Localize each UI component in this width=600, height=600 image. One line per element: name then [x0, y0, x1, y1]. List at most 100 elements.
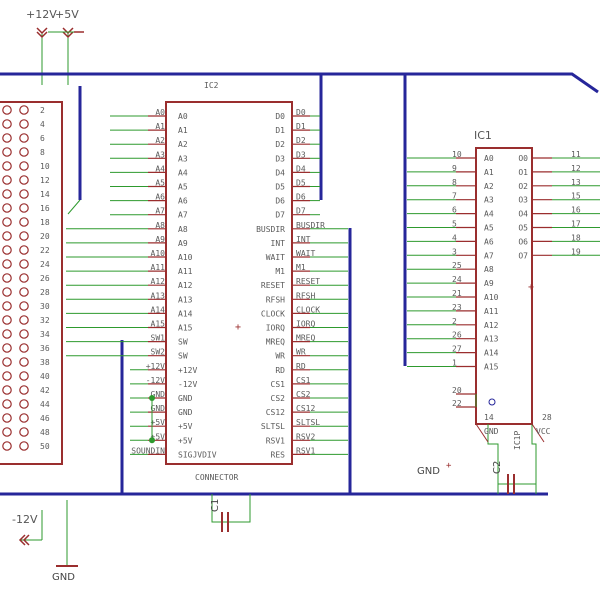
power-plus5: +5V [55, 8, 79, 85]
ic2-right-signal-7: D7 [296, 207, 306, 216]
ic1-right-pin-0: O0 [518, 154, 528, 163]
ic2-left-pin-4: A4 [178, 168, 188, 177]
ic1-right-num-0: 11 [571, 150, 581, 159]
connector-pin-number-8: 18 [40, 218, 50, 227]
ic2-left-signal-22: +5V [151, 418, 166, 427]
connector-pin-number-5: 12 [40, 176, 50, 185]
c2-name: C2 [492, 461, 503, 474]
ic2-left-pin-8: A8 [178, 225, 188, 234]
ic2-right-signal-11: M1 [296, 263, 306, 272]
ic2-right-signal-14: CLOCK [296, 305, 320, 314]
ic1-left-num-9: 24 [452, 275, 462, 284]
ic2-left-pin-1: A1 [178, 126, 188, 135]
ic2-left-pin-22: +5V [178, 422, 193, 431]
ic1-left-pin-12: A12 [484, 321, 499, 330]
ic2-right-signal-24: RSV1 [296, 446, 315, 455]
ic2-right-signal-23: RSV2 [296, 432, 315, 441]
ic2-left-signal-5: A5 [155, 179, 165, 188]
ic2-left-pin-24: SIGJVDIV [178, 450, 217, 459]
ic1-right-num-2: 13 [571, 178, 581, 187]
bus-lines [0, 72, 599, 496]
ic1-left-pin-10: A10 [484, 293, 499, 302]
ic2-right-pin-4: D4 [275, 168, 285, 177]
ic2-left-signal-20: GND [151, 390, 166, 399]
ic1-origin-mark: + [528, 282, 534, 293]
ic2-right-signal-19: CS1 [296, 376, 311, 385]
ic1-left-pin-14: A14 [484, 349, 499, 358]
connector-pin-number-21: 44 [40, 400, 50, 409]
ic1-right-num-1: 12 [571, 164, 581, 173]
connector-pin-number-23: 48 [40, 428, 50, 437]
ic2-right-pin-16: MREQ [266, 338, 285, 347]
connector-pin-odd-11 [2, 259, 12, 269]
ic1-left-num-4: 6 [452, 206, 457, 215]
ic2-right-signal-22: SLTSL [296, 418, 320, 427]
gnd2-label: GND [417, 466, 440, 477]
connector-pin-number-13: 28 [40, 288, 50, 297]
ic1-left-pin-5: A5 [484, 224, 494, 233]
connector-pin-odd-16 [2, 329, 12, 339]
connector-pin-odd-14 [2, 301, 12, 311]
ic2-left-signal-21: GND [151, 404, 166, 413]
ic2-left-signal-1: A1 [155, 122, 165, 131]
ic2-left-pin-0: A0 [178, 112, 188, 121]
ic2-body: IC2 CONNECTOR + A0A0A1A1A2A2A3A3A4A4A5A5… [66, 81, 348, 482]
ic2-left-pin-6: A6 [178, 197, 188, 206]
ic1-left-pin-4: A4 [484, 210, 494, 219]
connector-pin-even-3 [19, 147, 29, 157]
ic2-left-signal-15: A15 [151, 320, 166, 329]
ic1-left-num-7: 3 [452, 247, 457, 256]
ic1-body: IC1 + IC1P GND VCC 14 28 GND + A010A19A2… [407, 129, 600, 494]
ic2-left-signal-8: A8 [155, 221, 165, 230]
ic2-left-pin-16: SW [178, 338, 188, 347]
ic2-right-pin-13: RFSH [266, 295, 285, 304]
ic1-right-num-3: 15 [571, 192, 581, 201]
connector-pin-odd-4 [2, 161, 12, 171]
ic1-ctrl-num-0: 20 [452, 386, 462, 395]
ic1-left-num-3: 7 [452, 192, 457, 201]
ic2-left-signal-18: +12V [146, 362, 165, 371]
ic2-left-pin-19: -12V [178, 380, 197, 389]
ic2-left-signal-2: A2 [155, 136, 165, 145]
ic1-vcc-pin: VCC [536, 427, 551, 436]
ic2-right-pin-0: D0 [275, 112, 285, 121]
connector-pin-number-22: 46 [40, 414, 50, 423]
ic1-right-num-4: 16 [571, 206, 581, 215]
connector-pin-number-20: 42 [40, 386, 50, 395]
ic1-left-num-6: 4 [452, 233, 457, 242]
connector-pin-number-24: 50 [40, 442, 50, 451]
connector-pin-even-8 [19, 217, 29, 227]
ic1-left-num-5: 5 [452, 220, 457, 229]
ic2-right-signal-18: RD [296, 362, 306, 371]
ic2-right-signal-17: WR [296, 348, 306, 357]
ic1-right-num-5: 17 [571, 220, 581, 229]
connector-pin-number-1: 4 [40, 120, 45, 129]
ic1-left-pin-0: A0 [484, 154, 494, 163]
ic2-right-pin-5: D5 [275, 183, 285, 192]
ic1-gnd-pin: GND [484, 427, 499, 436]
ic2-right-signal-16: MREQ [296, 334, 315, 343]
ic2-left-pin-13: A13 [178, 295, 193, 304]
ic1-right-num-6: 18 [571, 233, 581, 242]
connector-pin-number-14: 30 [40, 302, 50, 311]
ic1-ctrl-bubble [488, 398, 496, 406]
connector-pin-odd-19 [2, 371, 12, 381]
ic2-right-pin-1: D1 [275, 126, 285, 135]
connector-pin-odd-3 [2, 147, 12, 157]
ic2-left-signal-3: A3 [155, 150, 165, 159]
ic2-right-pin-10: WAIT [266, 253, 285, 262]
connector-pin-odd-1 [2, 119, 12, 129]
ic2-right-pin-7: D7 [275, 211, 285, 220]
ic1-left-pin-13: A13 [484, 335, 499, 344]
ic1-left-pin-15: A15 [484, 363, 499, 372]
ic1-vcc-num: 28 [542, 413, 552, 422]
c1-name: C1 [210, 499, 221, 512]
ic2-left-pin-14: A14 [178, 309, 193, 318]
connector-pin-even-5 [19, 175, 29, 185]
ic2-left-signal-12: A12 [151, 277, 166, 286]
ic2-right-signal-15: IORQ [296, 320, 315, 329]
ic2-right-pin-8: BUSDIR [256, 225, 285, 234]
connector-pin-number-17: 36 [40, 344, 50, 353]
ic1-right-pin-5: O5 [518, 224, 528, 233]
